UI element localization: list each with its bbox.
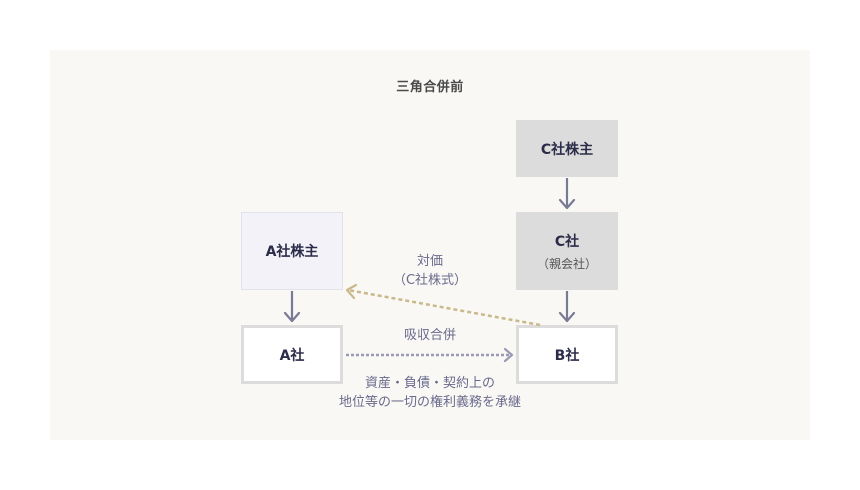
node-label: C社株主: [540, 141, 594, 158]
node-label: B社: [554, 347, 580, 364]
consideration-label: 対価 （C社株式）: [360, 252, 500, 290]
node-c-company: C社 （親会社）: [516, 212, 618, 290]
node-b-company: B社: [516, 325, 618, 384]
consideration-label-line1: 対価: [416, 254, 443, 269]
diagram-title: 三角合併前: [396, 80, 464, 95]
succession-label: 資産・負債・契約上の 地位等の一切の権利義務を承継: [290, 374, 570, 412]
node-label: A社: [279, 347, 305, 364]
node-sublabel: （親会社）: [536, 256, 597, 271]
succession-label-line1: 資産・負債・契約上の: [364, 376, 495, 391]
node-a-company: A社: [241, 325, 343, 384]
diagram-panel: [50, 50, 810, 440]
node-c-shareholders: C社株主: [516, 120, 618, 177]
node-a-shareholders: A社株主: [241, 212, 343, 290]
node-label: C社: [554, 233, 580, 250]
succession-label-line2: 地位等の一切の権利義務を承継: [338, 395, 521, 410]
merger-label: 吸収合併: [403, 328, 456, 343]
consideration-label-line2: （C社株式）: [392, 273, 468, 288]
node-label: A社株主: [265, 244, 319, 260]
